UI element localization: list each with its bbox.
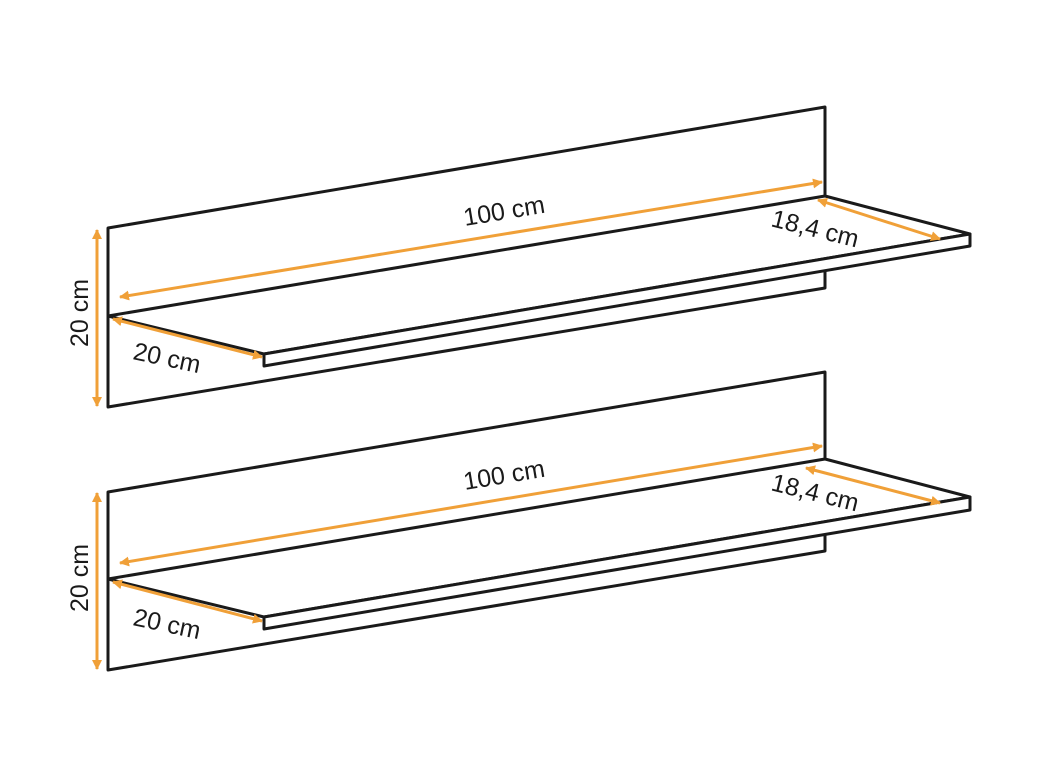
lower-shelf-dimensions: [92, 442, 941, 670]
lower-shelf-outline: [106, 370, 972, 672]
upper-shelf-outline: [106, 105, 972, 409]
front-depth-arrow: [112, 316, 263, 360]
height-label: 20 cm: [66, 279, 94, 347]
back-depth-arrow: [805, 465, 941, 506]
front-depth-arrow: [112, 579, 263, 624]
lower-shelf: 100 cm 18,4 cm 20 cm 20 cm: [66, 370, 972, 672]
length-arrow: [119, 178, 823, 301]
length-arrow: [119, 442, 823, 567]
upper-shelf: 100 cm 18,4 cm 20 cm 20 cm: [66, 105, 972, 409]
back-depth-arrow: [817, 197, 941, 242]
upper-shelf-dimensions: [92, 178, 941, 407]
height-label: 20 cm: [66, 544, 94, 612]
